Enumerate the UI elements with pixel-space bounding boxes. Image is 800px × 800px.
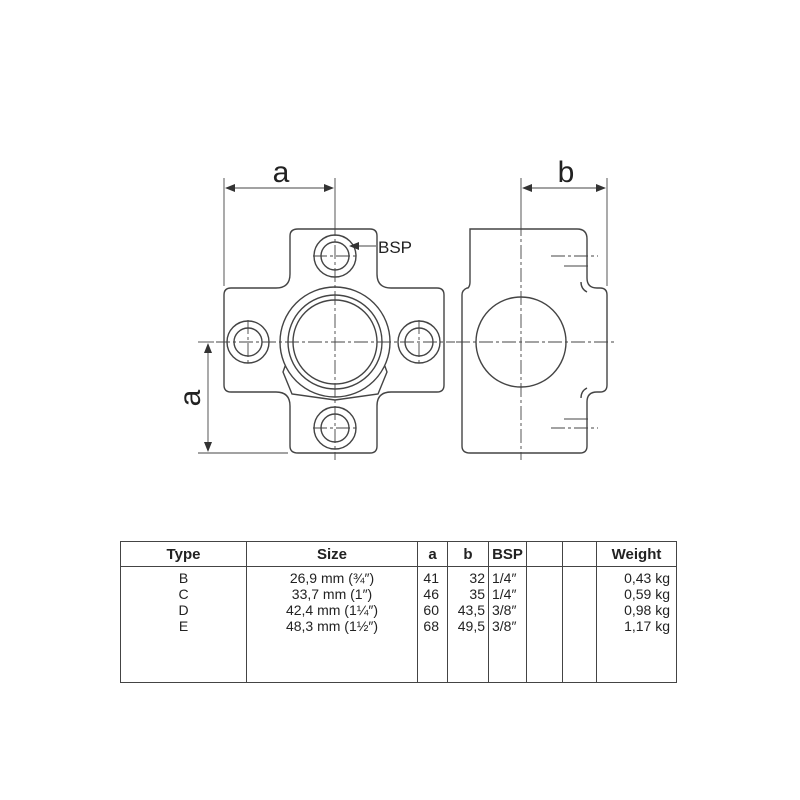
cell-b: 32 xyxy=(447,566,489,586)
cell-b: 43,5 xyxy=(447,602,489,618)
cell-type: C xyxy=(178,586,189,602)
cell-a: 60 xyxy=(417,602,448,618)
side-centerlines xyxy=(456,222,616,460)
front-centerlines xyxy=(216,222,455,460)
header-b: b xyxy=(447,541,489,567)
header-blank-2 xyxy=(562,541,597,567)
cell-weight: 1,17 kg xyxy=(596,618,677,634)
cell-bsp: 3/8″ xyxy=(488,602,527,618)
table-row: E 48,3 mm (1½″) 68 49,5 3/8″ 1,17 kg xyxy=(121,618,677,634)
technical-drawing: a b a BSP xyxy=(174,156,616,460)
cell-type: E xyxy=(178,618,189,634)
cell-type: B xyxy=(178,570,189,586)
front-view xyxy=(223,228,445,454)
cell-a: 41 xyxy=(417,566,448,586)
cell-bsp: 3/8″ xyxy=(488,618,527,634)
spec-table: Type Size a b BSP Weight B 26,9 mm (¾″) … xyxy=(120,541,677,683)
dimension-lines xyxy=(198,178,608,454)
dimension-a-top: a xyxy=(273,156,290,189)
dimension-a-side: a xyxy=(174,389,207,406)
side-view-outline xyxy=(461,228,608,454)
cell-b: 35 xyxy=(447,586,489,602)
cell-a: 46 xyxy=(417,586,448,602)
cell-weight: 0,98 kg xyxy=(596,602,677,618)
header-a: a xyxy=(417,541,448,567)
cell-a: 68 xyxy=(417,618,448,634)
header-type: Type xyxy=(120,541,247,567)
cell-bsp: 1/4″ xyxy=(488,586,527,602)
bsp-thread-label: BSP xyxy=(378,238,412,257)
front-view-outline xyxy=(223,228,445,454)
table-row: B 26,9 mm (¾″) 41 32 1/4″ 0,43 kg xyxy=(121,566,677,586)
table-header-row: Type Size a b BSP Weight xyxy=(120,541,677,567)
table-row: C 33,7 mm (1″) 46 35 1/4″ 0,59 kg xyxy=(121,586,677,602)
dimension-b: b xyxy=(558,156,575,189)
cell-type: D xyxy=(178,602,189,618)
table-filler-row xyxy=(121,634,677,683)
header-blank-1 xyxy=(526,541,563,567)
cell-weight: 0,59 kg xyxy=(596,586,677,602)
table-row: D 42,4 mm (1¼″) 60 43,5 3/8″ 0,98 kg xyxy=(121,602,677,618)
header-size: Size xyxy=(246,541,418,567)
cell-size: 42,4 mm (1¼″) xyxy=(246,602,418,618)
cell-bsp: 1/4″ xyxy=(488,566,527,586)
header-weight: Weight xyxy=(596,541,677,567)
header-bsp: BSP xyxy=(488,541,527,567)
cell-size: 26,9 mm (¾″) xyxy=(246,566,418,586)
cell-weight: 0,43 kg xyxy=(596,566,677,586)
cell-b: 49,5 xyxy=(447,618,489,634)
cell-size: 48,3 mm (1½″) xyxy=(246,618,418,634)
cell-size: 33,7 mm (1″) xyxy=(246,586,418,602)
